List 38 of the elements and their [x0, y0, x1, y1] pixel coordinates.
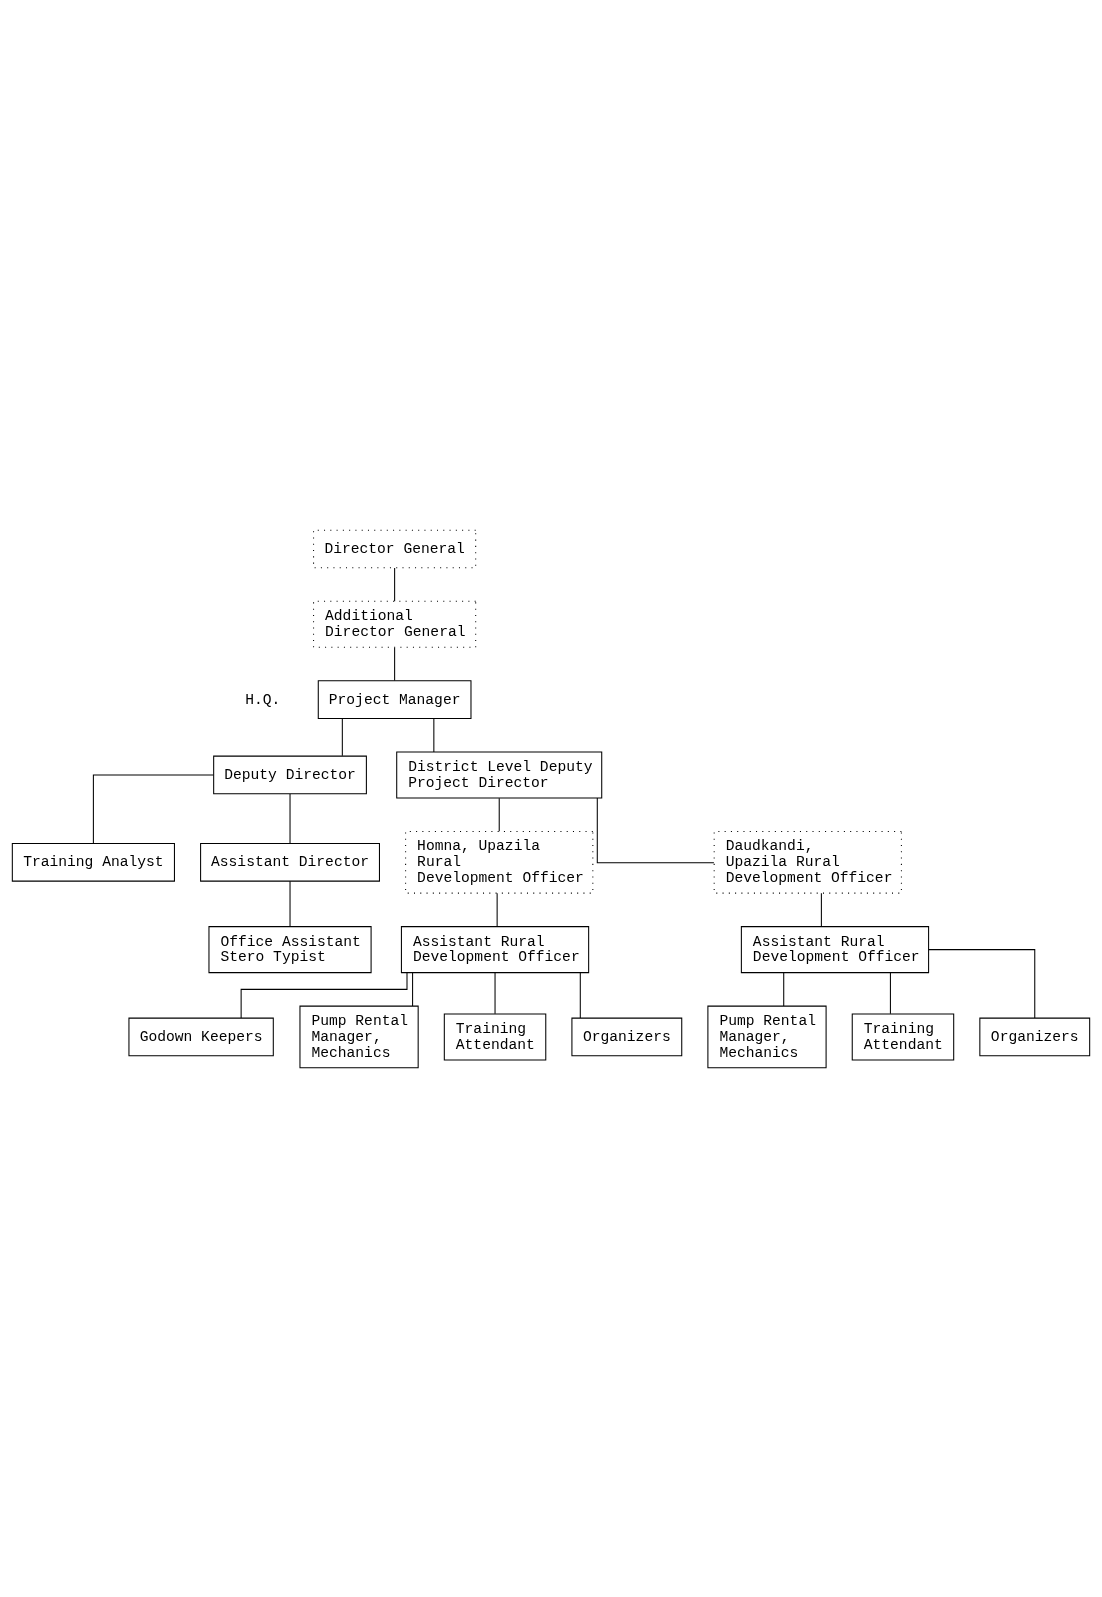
connector — [412, 972, 414, 1006]
node-box: Deputy Director — [213, 755, 367, 794]
node-box: Director General — [313, 529, 477, 568]
node-box: Training Attendant — [851, 1012, 955, 1060]
node-box: Assistant Director — [200, 842, 380, 882]
connector — [394, 567, 396, 602]
connector — [240, 971, 408, 1018]
connector — [92, 773, 214, 844]
connector — [579, 972, 581, 1018]
connector — [498, 797, 500, 832]
connector — [783, 972, 785, 1006]
node-box: Homna, Upazila Rural Development Officer — [405, 830, 594, 894]
node-box: Assistant Rural Development Officer — [400, 925, 590, 973]
connector — [433, 717, 435, 752]
connector — [394, 646, 396, 681]
connector — [496, 892, 498, 927]
connector — [928, 948, 1036, 1019]
connector — [289, 792, 291, 844]
connector — [289, 880, 291, 927]
connector — [494, 972, 496, 1014]
node-box: Additional Director General — [313, 600, 477, 648]
connector — [889, 972, 891, 1014]
node-box: District Level Deputy Project Director — [396, 750, 603, 798]
node-box: Training Attendant — [443, 1012, 547, 1060]
node-box: Daudkandi, Upazila Rural Development Officer — [713, 830, 902, 894]
node-box: Project Manager — [317, 679, 472, 719]
node-box: Assistant Rural Development Officer — [740, 925, 930, 973]
node-box: Organizers — [571, 1017, 683, 1056]
node-box: Training Analyst — [11, 842, 175, 882]
node-box: Godown Keepers — [128, 1017, 274, 1056]
label: H.Q. — [245, 691, 281, 707]
node-box: Organizers — [979, 1017, 1091, 1056]
node-box: Pump Rental Manager, Mechanics — [707, 1005, 827, 1068]
connector — [820, 892, 822, 927]
node-box: Office Assistant Stero Typist — [208, 925, 372, 973]
node-box: Pump Rental Manager, Mechanics — [299, 1005, 419, 1068]
connector — [596, 797, 715, 863]
connector — [341, 717, 343, 756]
